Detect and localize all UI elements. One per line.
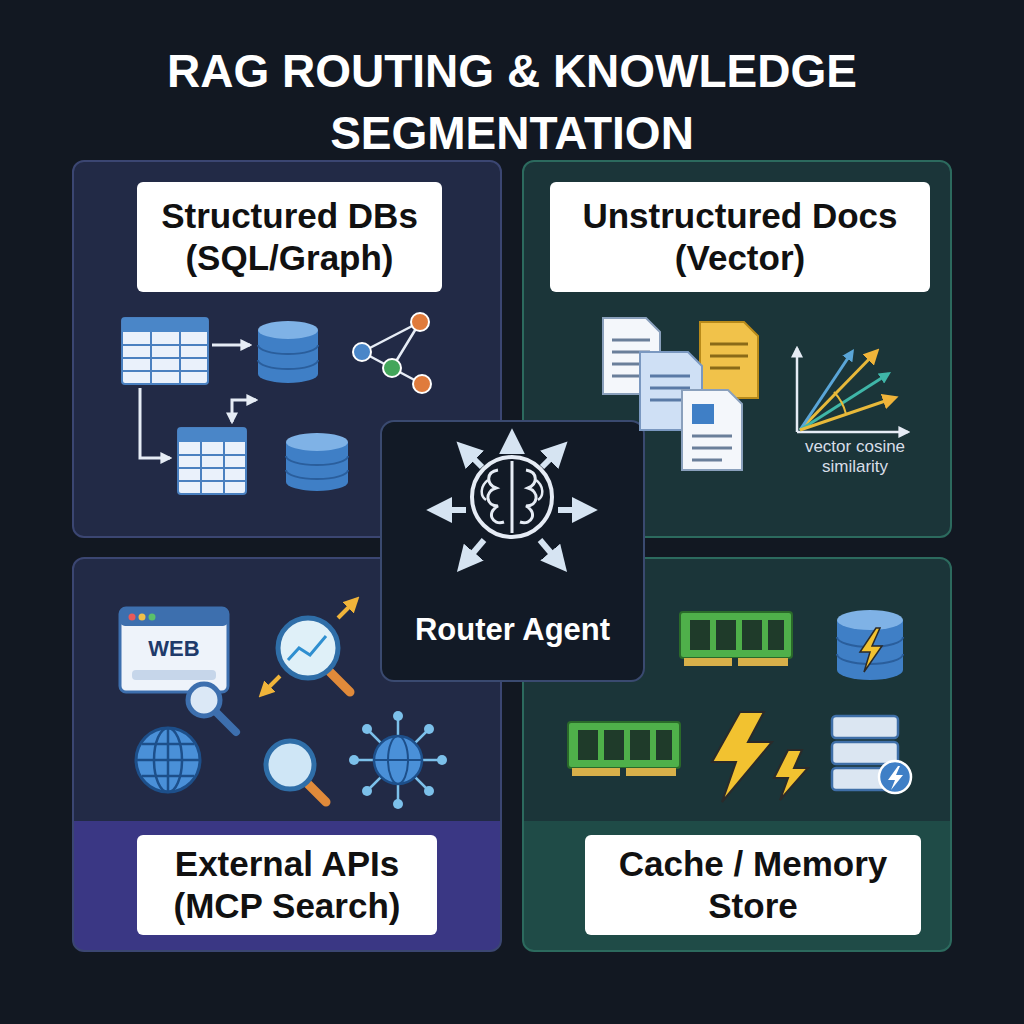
panel-label: Structured DBs (SQL/Graph) bbox=[137, 182, 442, 292]
panel-label: Unstructured Docs (Vector) bbox=[550, 182, 930, 292]
router-box: Router Agent bbox=[380, 420, 645, 682]
chart-caption: vector cosine similarity bbox=[775, 437, 935, 477]
node-label: Router Agent bbox=[382, 608, 643, 652]
panel-label: Cache / Memory Store bbox=[585, 835, 921, 935]
browser-text: WEB bbox=[124, 636, 224, 662]
diagram-title: RAG ROUTING & KNOWLEDGE SEGMENTATION bbox=[90, 40, 934, 164]
panel-label: External APIs (MCP Search) bbox=[137, 835, 437, 935]
